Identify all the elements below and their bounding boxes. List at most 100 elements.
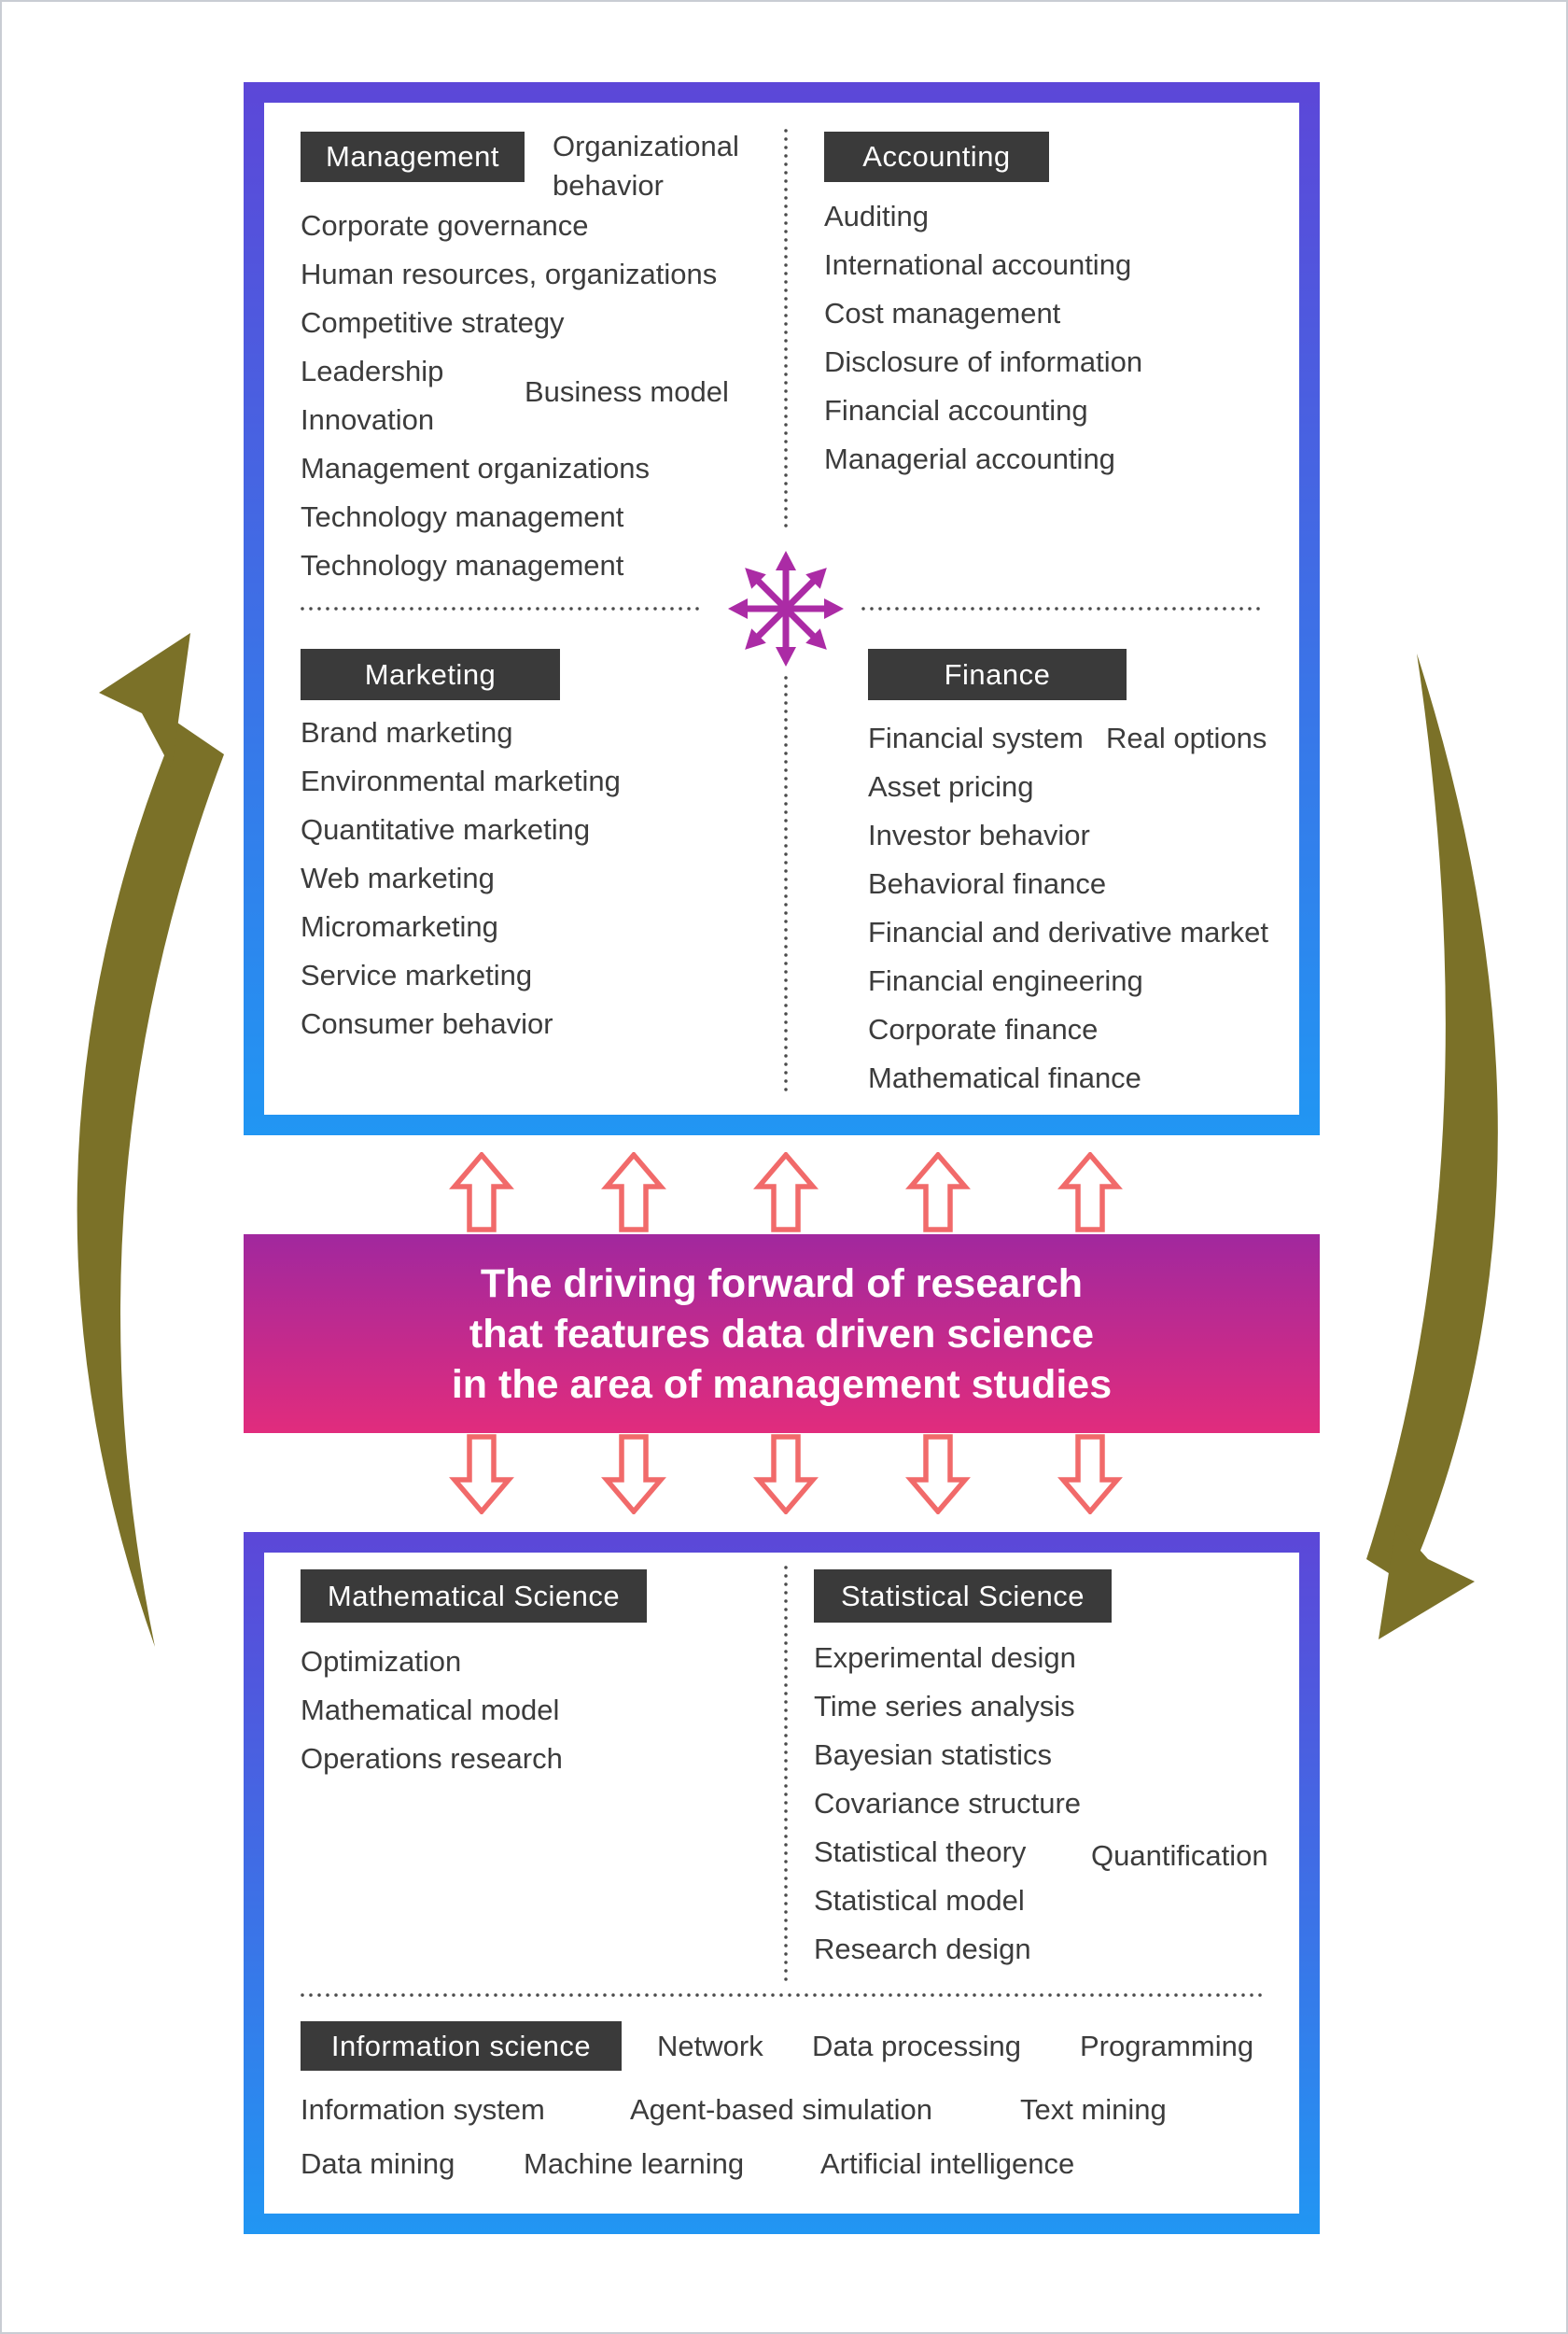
mathematical-science-title: Mathematical Science bbox=[327, 1579, 621, 1612]
statistical-science-title: Statistical Science bbox=[840, 1579, 1085, 1612]
upward-block-arrow-icon bbox=[607, 1155, 661, 1230]
topic-item: Optimization bbox=[301, 1645, 462, 1678]
downward-block-arrow-icon bbox=[1063, 1437, 1117, 1511]
topic-item: Covariance structure bbox=[814, 1787, 1082, 1820]
network-label: Network bbox=[657, 2030, 763, 2062]
artificial-intelligence-label: Artificial intelligence bbox=[820, 2147, 1075, 2180]
finance-topics-list: Financial system Asset pricing Investor … bbox=[868, 714, 1268, 1103]
downward-block-arrow-icon bbox=[911, 1437, 965, 1511]
accounting-topics-list: Auditing International accounting Cost m… bbox=[824, 192, 1142, 484]
topic-item: Quantitative marketing bbox=[301, 813, 591, 846]
management-title: Management bbox=[326, 140, 499, 173]
data-mining-label: Data mining bbox=[301, 2147, 455, 2180]
upward-block-arrow-icon bbox=[911, 1155, 965, 1230]
mathematical-science-header: Mathematical Science bbox=[301, 1569, 647, 1623]
topic-item: Innovation bbox=[301, 403, 435, 436]
topic-item: Behavioral finance bbox=[868, 867, 1107, 900]
downward-block-arrow-icon bbox=[607, 1437, 661, 1511]
data-processing-label: Data processing bbox=[812, 2030, 1022, 2062]
upward-block-arrow-icon bbox=[1063, 1155, 1117, 1230]
topic-item: Bayesian statistics bbox=[814, 1738, 1052, 1771]
marketing-header: Marketing bbox=[301, 649, 560, 700]
real-options-label: Real options bbox=[1106, 722, 1267, 754]
topic-item: Environmental marketing bbox=[301, 765, 621, 797]
topic-item: Research design bbox=[814, 1933, 1031, 1965]
topic-item: Consumer behavior bbox=[301, 1007, 553, 1040]
topic-item: Investor behavior bbox=[868, 819, 1090, 851]
mathematical-science-topics-list: Optimization Mathematical model Operatio… bbox=[301, 1638, 563, 1783]
topic-item: Disclosure of information bbox=[824, 345, 1143, 378]
information-system-label: Information system bbox=[301, 2093, 545, 2126]
topic-item: Technology management bbox=[301, 500, 624, 533]
machine-learning-label: Machine learning bbox=[524, 2147, 745, 2180]
accounting-title: Accounting bbox=[862, 140, 1011, 173]
topic-item: Mathematical model bbox=[301, 1694, 560, 1726]
topic-item: Cost management bbox=[824, 297, 1061, 330]
management-side-note: Organizational behavior bbox=[553, 130, 739, 202]
topic-item: Service marketing bbox=[301, 959, 533, 991]
up-arrows-band bbox=[244, 1152, 1320, 1232]
dotted-divider-horizontal-left bbox=[301, 607, 704, 611]
dotted-divider-vertical-lower bbox=[784, 676, 788, 1094]
topic-item: Financial engineering bbox=[868, 964, 1143, 997]
topic-item: Human resources, organizations bbox=[301, 258, 718, 290]
down-arrows-band bbox=[244, 1434, 1320, 1514]
quantification-label: Quantification bbox=[1091, 1839, 1268, 1872]
information-science-title: Information science bbox=[330, 2029, 592, 2062]
banner-line: that features data driven science bbox=[469, 1311, 1095, 1357]
business-model-label: Business model bbox=[525, 375, 729, 408]
topic-item: Financial and derivative market bbox=[868, 916, 1269, 949]
topic-item: Leadership bbox=[301, 355, 444, 387]
science-fields-inner bbox=[264, 1553, 1299, 2214]
finance-title: Finance bbox=[944, 657, 1051, 691]
finance-header: Finance bbox=[868, 649, 1127, 700]
topic-item: Mathematical finance bbox=[868, 1062, 1141, 1094]
statistical-science-topics-list: Experimental design Time series analysis… bbox=[814, 1634, 1081, 1974]
topic-item: Brand marketing bbox=[301, 716, 513, 749]
topic-item: Corporate governance bbox=[301, 209, 589, 242]
upward-block-arrow-icon bbox=[759, 1155, 813, 1230]
topic-item: Competitive strategy bbox=[301, 306, 565, 339]
topic-item: Statistical model bbox=[814, 1884, 1025, 1917]
accounting-header: Accounting bbox=[824, 132, 1049, 182]
topic-item: Managerial accounting bbox=[824, 443, 1115, 475]
dotted-divider-horizontal-right bbox=[861, 607, 1260, 611]
topic-item: Statistical theory bbox=[814, 1835, 1027, 1868]
topic-item: Asset pricing bbox=[868, 770, 1034, 803]
central-banner: The driving forward of research that fea… bbox=[244, 1234, 1320, 1433]
downward-block-arrow-icon bbox=[455, 1437, 509, 1511]
topic-item: Web marketing bbox=[301, 862, 495, 894]
topic-item: Micromarketing bbox=[301, 910, 498, 943]
upward-block-arrow-icon bbox=[455, 1155, 509, 1230]
statistical-science-header: Statistical Science bbox=[814, 1569, 1112, 1623]
management-header: Management bbox=[301, 132, 525, 182]
topic-item: Management organizations bbox=[301, 452, 650, 485]
dotted-divider-vertical-bottom-box bbox=[784, 1566, 788, 1981]
dotted-divider-horizontal-bottom-box bbox=[301, 1993, 1264, 1997]
agent-based-simulation-label: Agent-based simulation bbox=[630, 2093, 932, 2126]
topic-item: International accounting bbox=[824, 248, 1132, 281]
downward-block-arrow-icon bbox=[759, 1437, 813, 1511]
topic-item: Technology management bbox=[301, 549, 624, 582]
marketing-topics-list: Brand marketing Environmental marketing … bbox=[301, 709, 621, 1048]
topic-item: Financial system bbox=[868, 722, 1084, 754]
curved-arrow-down-icon bbox=[1366, 654, 1498, 1639]
topic-item: Time series analysis bbox=[814, 1690, 1075, 1722]
programming-label: Programming bbox=[1080, 2030, 1254, 2062]
topic-item: Auditing bbox=[824, 200, 930, 232]
text-mining-label: Text mining bbox=[1020, 2093, 1167, 2126]
science-fields-box bbox=[244, 1532, 1320, 2234]
curved-arrow-up-icon bbox=[77, 633, 224, 1647]
eight-direction-arrows-icon bbox=[721, 543, 851, 674]
topic-item: Experimental design bbox=[814, 1641, 1076, 1674]
marketing-title: Marketing bbox=[364, 657, 497, 691]
management-topics-list: Corporate governance Human resources, or… bbox=[301, 202, 717, 590]
information-science-header: Information science bbox=[301, 2021, 622, 2071]
banner-line: The driving forward of research bbox=[480, 1260, 1084, 1306]
topic-item: Operations research bbox=[301, 1742, 563, 1775]
topic-item: Corporate finance bbox=[868, 1013, 1099, 1046]
banner-line: in the area of management studies bbox=[451, 1361, 1113, 1407]
dotted-divider-vertical-upper bbox=[784, 129, 788, 532]
